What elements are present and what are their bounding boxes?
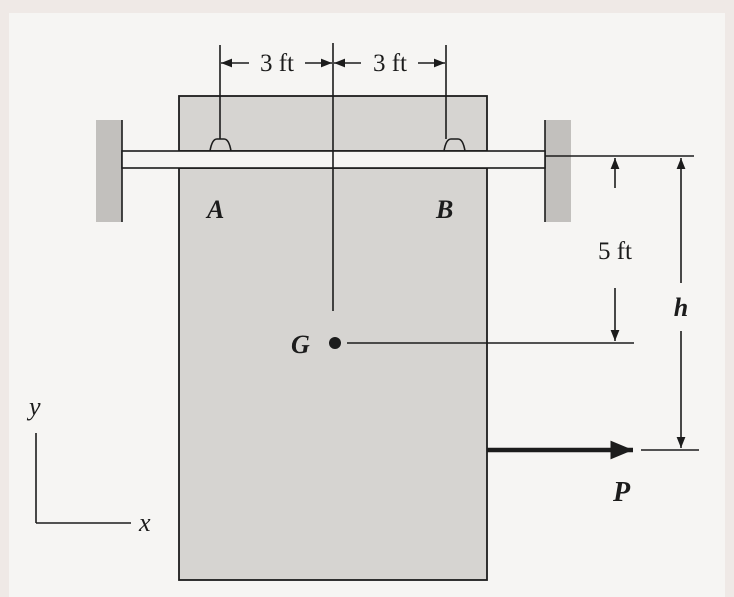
diagram-figure: 3 ft 3 ft G 5 ft h P A B y x — [9, 13, 725, 597]
dim-label-left: 3 ft — [260, 50, 294, 77]
left-wall — [96, 120, 122, 222]
center-of-gravity-dot — [329, 337, 341, 349]
height-label: h — [674, 293, 688, 322]
axis-y-label: y — [26, 392, 41, 421]
force-label: P — [612, 477, 631, 508]
point-a-label: A — [205, 195, 224, 224]
diagram-svg: 3 ft 3 ft G 5 ft h P A B y x — [26, 43, 699, 581]
right-wall — [545, 120, 571, 222]
axis-x-label: x — [138, 508, 151, 537]
dim-label-right: 3 ft — [373, 50, 407, 77]
center-label: G — [291, 330, 310, 359]
dim-label-5ft: 5 ft — [598, 238, 632, 265]
point-b-label: B — [435, 195, 453, 224]
notch-b — [443, 138, 466, 152]
